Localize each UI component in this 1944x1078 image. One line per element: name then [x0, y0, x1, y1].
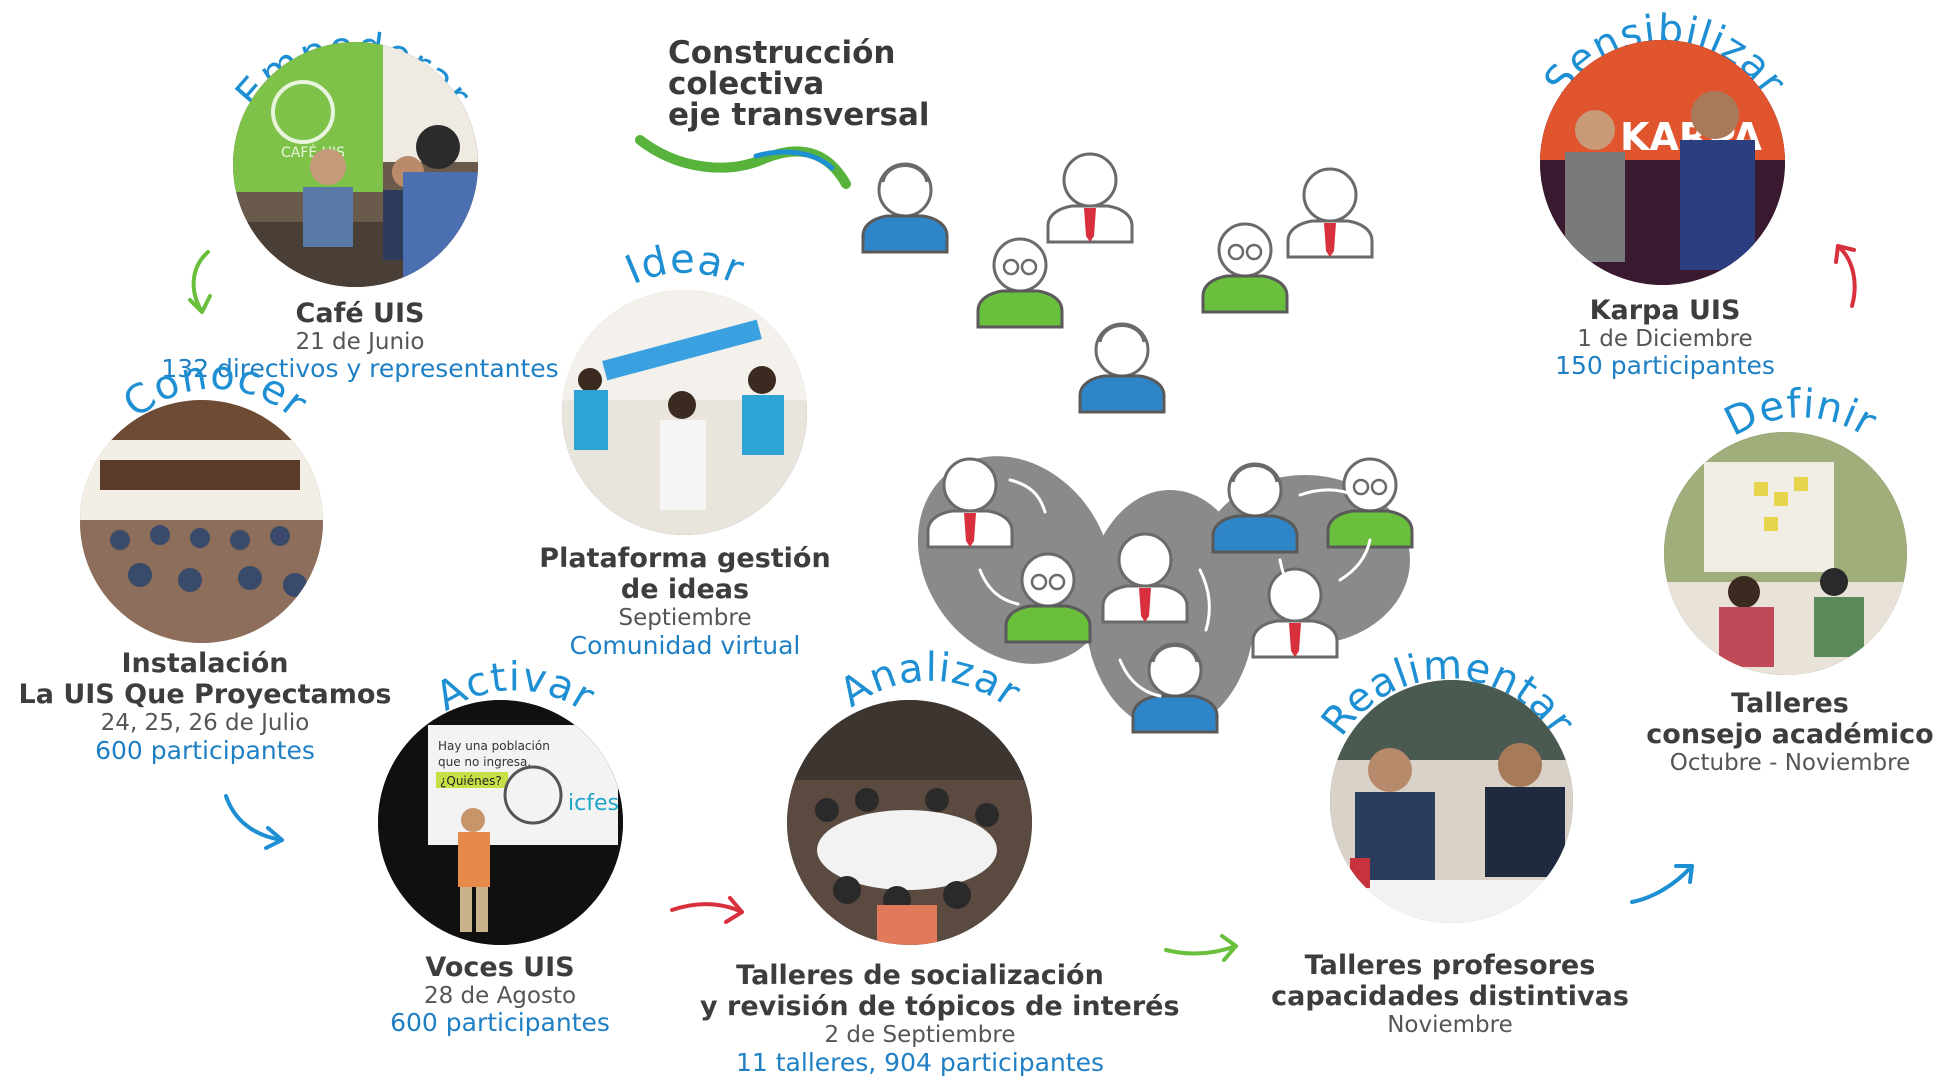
step-sensibilizar: Karpa UIS 1 de Diciembre 150 participant…	[1470, 295, 1860, 381]
step-stat: 600 participantes	[95, 735, 315, 765]
arrow-icon	[670, 896, 744, 924]
step-title-line-1: Plataforma gestión	[539, 543, 831, 574]
photo-idear	[562, 290, 807, 535]
headline-line-1: Construcción	[668, 35, 896, 71]
person-icon	[1286, 167, 1374, 259]
person-icon	[1078, 322, 1166, 414]
step-date: 2 de Septiembre	[824, 1022, 1016, 1049]
phase-label-idear: Idear	[619, 237, 750, 294]
step-stat: 132 directivos y representantes	[161, 354, 559, 384]
arrow-icon	[1164, 934, 1238, 962]
photo-definir	[1664, 432, 1907, 675]
step-date: 21 de Junio	[295, 329, 425, 356]
step-stat: 600 participantes	[390, 1008, 610, 1038]
svg-text:Hay una población: Hay una población	[438, 739, 550, 753]
step-title-line-1: Talleres	[1731, 688, 1849, 719]
step-title-line-2: La UIS Que Proyectamos	[18, 679, 392, 711]
svg-text:icfes: icfes	[568, 791, 619, 816]
step-title-line-1: Talleres profesores	[1304, 950, 1596, 981]
arrow-icon	[1834, 244, 1857, 308]
photo-instalacion	[80, 400, 323, 643]
step-title-line-2: capacidades distintivas	[1271, 981, 1629, 1013]
step-activar: Voces UIS 28 de Agosto 600 participantes	[305, 952, 695, 1038]
step-realimentar: Talleres profesores capacidades distinti…	[1245, 950, 1655, 1039]
photo-voces-uis: Hay una población que no ingresa. ¿Quién…	[378, 700, 623, 945]
collaboration-illustration	[861, 152, 1414, 734]
arrow-icon	[188, 250, 212, 314]
step-date: Octubre - Noviembre	[1669, 750, 1911, 777]
photo-karpa-uis: KARPA	[1540, 40, 1785, 285]
headline: Construcción colectiva eje transversal	[668, 38, 930, 131]
step-conocer: Instalación La UIS Que Proyectamos 24, 2…	[10, 648, 400, 765]
step-definir: Talleres consejo académico Octubre - Nov…	[1640, 688, 1940, 777]
step-title-line-2: de ideas	[620, 574, 750, 606]
step-title-line-1: Instalación	[121, 648, 289, 679]
person-icon	[976, 237, 1064, 329]
step-title: Café UIS	[295, 298, 425, 329]
person-icon	[861, 162, 949, 254]
arrow-icon	[1630, 864, 1694, 904]
svg-text:¿Quiénes?: ¿Quiénes?	[440, 774, 502, 788]
step-date: 24, 25, 26 de Julio	[100, 710, 310, 737]
step-stat: 11 talleres, 904 participantes	[736, 1047, 1104, 1077]
step-empoderar: Café UIS 21 de Junio 132 directivos y re…	[160, 298, 560, 384]
step-title-line-1: Talleres de socialización	[736, 960, 1104, 991]
photo-analizar	[787, 700, 1032, 945]
step-date: 28 de Agosto	[423, 983, 577, 1010]
step-title-line-2: y revisión de tópicos de interés	[700, 991, 1180, 1023]
svg-text:que no ingresa.: que no ingresa.	[438, 755, 531, 769]
person-icon	[1046, 152, 1134, 244]
step-date: Noviembre	[1387, 1012, 1513, 1039]
photo-cafe-uis: CAFÉ UIS	[233, 42, 478, 287]
headline-line-2: colectiva	[668, 66, 825, 102]
swoosh-icon	[635, 135, 851, 189]
arrow-icon	[224, 794, 284, 850]
headline-line-3: eje transversal	[668, 97, 930, 133]
step-title: Karpa UIS	[1589, 295, 1741, 326]
step-date: Septiembre	[618, 605, 752, 632]
step-title-line-2: consejo académico	[1646, 719, 1934, 751]
step-stat: Comunidad virtual	[569, 630, 801, 660]
step-idear: Plataforma gestión de ideas Septiembre C…	[490, 543, 880, 660]
step-stat: 150 participantes	[1555, 351, 1775, 381]
svg-text:Idear: Idear	[619, 237, 751, 294]
step-date: 1 de Diciembre	[1577, 326, 1753, 353]
step-title: Voces UIS	[425, 952, 575, 983]
person-icon	[1201, 222, 1289, 314]
step-analizar: Talleres de socialización y revisión de …	[700, 960, 1180, 1077]
